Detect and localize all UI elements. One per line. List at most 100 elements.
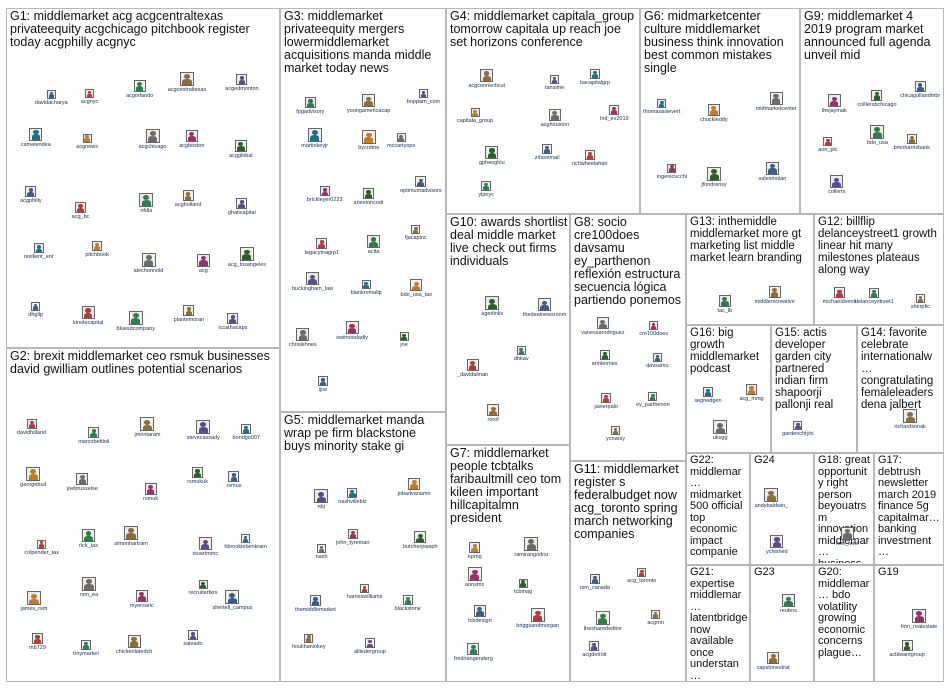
node-midmarketcenter[interactable]: midmarketcenter	[770, 92, 783, 105]
node-simonhartram[interactable]: simonhartram	[124, 526, 138, 540]
node-colpender-tax[interactable]: colpender_tax	[37, 540, 46, 549]
group-box-g18[interactable]: G18: great opportunity right person beyo…	[814, 453, 874, 565]
node-fmn-realestate[interactable]: fmn_realestate	[912, 609, 926, 623]
node-gardenchtyhi[interactable]: gardenchtyhi	[793, 421, 802, 430]
node-bacapitalgrp[interactable]: bacapitalgrp	[590, 69, 600, 79]
node-armlerrties[interactable]: armlerrties	[600, 350, 610, 360]
node-iccathacaps[interactable]: iccathacaps	[227, 313, 238, 324]
node-acgchicago[interactable]: acgchicago	[146, 129, 160, 143]
group-box-g20[interactable]: G20: middlemar… bdo volatility growing e…	[814, 565, 874, 682]
node-thejaymak[interactable]: thejaymak	[828, 94, 841, 107]
node-jmontaram[interactable]: jmontaram	[140, 417, 154, 431]
node-actiiwantgroup[interactable]: actiiwantgroup	[902, 640, 913, 651]
node-troymarkel[interactable]: troymarkel	[81, 640, 91, 650]
node-chuckleddy[interactable]: chuckleddy	[708, 104, 720, 116]
node-tcbdesign[interactable]: tcbdesign	[474, 605, 486, 617]
node-ijoe[interactable]: ijoe	[318, 376, 328, 386]
node-davsamu[interactable]: davsamu	[653, 353, 662, 362]
node-swimoodadly[interactable]: swimoodadly	[346, 321, 359, 334]
node-jobadvanamn[interactable]: jobadvanamn	[408, 478, 420, 490]
node-nbj[interactable]: nbj	[314, 489, 328, 503]
node-joebrusselse[interactable]: joebrusselse	[76, 473, 88, 485]
node-dhgllp[interactable]: dhgllp	[31, 302, 40, 311]
node-acg-bc[interactable]: acg_bc	[75, 202, 86, 213]
node-acgphilly[interactable]: acgphilly	[25, 186, 36, 197]
node-cre100does[interactable]: cre100does	[649, 321, 658, 330]
node-fpgadvisory[interactable]: fpgadvisory	[305, 97, 316, 108]
node-acgorlando[interactable]: acgorlando	[134, 80, 146, 92]
node-pitchbook[interactable]: pitchbook	[92, 241, 102, 251]
node-thedealnewsroom[interactable]: thedealnewsroom	[538, 298, 551, 311]
node-acgnyc[interactable]: acgnyc	[85, 89, 94, 98]
node-youngamericacap[interactable]: youngamericacap	[362, 94, 375, 107]
node-stuartmmc[interactable]: stuartmmc	[199, 537, 212, 550]
node-ychished[interactable]: ychished	[770, 535, 783, 548]
group-box-g3[interactable]: G3: middlemarket privateequity mergers l…	[280, 8, 446, 412]
node-richardsonak[interactable]: richardsonak	[903, 409, 917, 423]
node-bluesdcompany[interactable]: bluesdcompany	[129, 311, 143, 325]
node-butcherjoseph[interactable]: butcherjoseph	[414, 531, 426, 543]
node-reuters[interactable]: reuters	[782, 594, 795, 607]
node-ingenicucchi[interactable]: ingenicucchi	[667, 164, 676, 173]
node-marcobettioli[interactable]: marcobettioli	[88, 427, 99, 438]
node-zdavemail[interactable]: zdavemail	[542, 144, 552, 154]
node-nfdla[interactable]: nfdla	[139, 193, 153, 207]
node-hbrookiebenkram[interactable]: hbrookiebenkram	[241, 534, 250, 543]
node-salesmolan[interactable]: salesmolan	[766, 162, 779, 175]
node-ramirangodrsr[interactable]: ramirangodrsr	[524, 537, 538, 551]
node-capitala-group[interactable]: capitala_group	[471, 108, 480, 117]
group-box-g14[interactable]: G14: favorite celebrate internationalw… …	[857, 325, 944, 453]
node-georgebuil[interactable]: georgebuil	[26, 467, 40, 481]
node-ghaticapital[interactable]: ghaticapital	[236, 198, 247, 209]
node-gpheoghlu[interactable]: gpheoghlu	[485, 146, 498, 159]
group-box-g2[interactable]: G2: brexit middlemarket ceo rsmuk busine…	[6, 348, 280, 682]
node-rsmus[interactable]: rsmus	[228, 471, 239, 482]
node-acgglobal[interactable]: acgglobal	[235, 140, 247, 152]
node-optimumadvisors[interactable]: optimumadvisors	[415, 176, 426, 187]
node-mb729[interactable]: mb729	[32, 633, 43, 644]
group-box-g21[interactable]: G21: expertise middlemar… latentbridge n…	[686, 565, 750, 682]
node-acgholland[interactable]: acgholland	[183, 190, 194, 201]
node-mccartyops[interactable]: mccartyops	[397, 133, 406, 142]
node-rick-tax[interactable]: rick_tax	[82, 529, 95, 542]
node-dhkav[interactable]: dhkav	[517, 346, 526, 355]
group-box-g16[interactable]: G16: big growth middlemarket podcast	[686, 325, 771, 453]
node-camelendea[interactable]: camelendea	[29, 128, 42, 141]
node-thomasasievert[interactable]: thomasasievert	[657, 99, 666, 108]
node-bycrdme[interactable]: bycrdme	[362, 130, 376, 144]
node-james-rsm[interactable]: james_rsm	[27, 591, 41, 605]
node-briggsandmorgan[interactable]: briggsandmorgan	[531, 608, 545, 622]
node-ylpnyc[interactable]: ylpnyc	[481, 181, 491, 191]
node-michaeldventi[interactable]: michaeldventi	[834, 287, 845, 298]
node-houlihanlokey[interactable]: houlihanlokey	[304, 634, 313, 643]
group-box-g13[interactable]: G13: inthemiddle middlemarket more gt ma…	[686, 214, 814, 325]
node-tansime[interactable]: tansime	[550, 75, 559, 84]
node-rsm-rene[interactable]: rsm_rene	[841, 527, 854, 540]
node-delanceystreet1[interactable]: delanceystreet1	[869, 288, 879, 298]
node-jfondrensy[interactable]: jfondrensy	[707, 167, 721, 181]
node-aon-plc[interactable]: aon_plc	[823, 137, 832, 146]
node-middlemcreative[interactable]: middlemcreative	[769, 286, 781, 298]
node-myersaric[interactable]: myersaric	[136, 590, 148, 602]
node-fjacapinc[interactable]: fjacapinc	[411, 225, 420, 234]
group-box-g10[interactable]: G10: awards shortlist deal middle market…	[446, 214, 570, 445]
group-box-g11[interactable]: G11: middlemarket register s federalbudg…	[570, 461, 686, 682]
node-davidacharya[interactable]: davidacharya	[47, 90, 56, 99]
node--davidalman[interactable]: _davidalman	[467, 359, 479, 371]
node-acgcentraltexas[interactable]: acgcentraltexas	[180, 72, 194, 86]
node-rsm-ea[interactable]: rsm_ea	[82, 577, 96, 591]
group-box-g7[interactable]: G7: middlemarket people tcbtalks faribau…	[446, 445, 570, 682]
node-nash[interactable]: nash	[317, 544, 326, 553]
node-rsmuk[interactable]: rsmuk	[145, 483, 157, 495]
node-joe[interactable]: joe	[400, 332, 409, 341]
node-shertell-campus[interactable]: shertell_campus	[225, 590, 239, 604]
node-acg-toronto[interactable]: acg_toronto	[637, 568, 646, 577]
node-acita[interactable]: acita	[367, 235, 380, 248]
node-ey-parthenon[interactable]: ey_parthenon	[648, 392, 657, 401]
node-fredriangenderg[interactable]: fredriangenderg	[467, 643, 479, 655]
node-kpmg[interactable]: kpmg	[469, 542, 480, 553]
node-kinolecapital[interactable]: kinolecapital	[82, 306, 95, 319]
node-segnedgen[interactable]: segnedgen	[703, 387, 713, 397]
node-lnd-ev2019[interactable]: lnd_ev2019	[609, 105, 619, 115]
node-acgconnecticut[interactable]: acgconnecticut	[480, 69, 493, 82]
